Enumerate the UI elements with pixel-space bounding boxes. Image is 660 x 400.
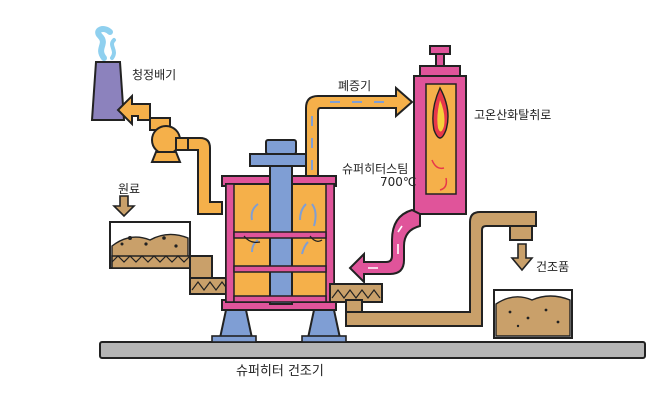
exhaust-duct bbox=[187, 137, 223, 215]
waste-steam-duct bbox=[305, 85, 414, 177]
inlet-screw-conveyor bbox=[189, 255, 237, 295]
ground-base bbox=[99, 341, 646, 359]
exhaust-chimney bbox=[90, 26, 126, 121]
product-drop-arrow bbox=[510, 243, 534, 272]
dryer-vessel bbox=[211, 139, 347, 343]
label-raw-material: 원료 bbox=[118, 182, 141, 196]
label-waste-steam: 폐증기 bbox=[338, 79, 372, 93]
label-dried-product: 건조품 bbox=[536, 260, 570, 274]
superheated-steam-pipe bbox=[348, 208, 421, 285]
label-clean-exhaust: 청정배기 bbox=[132, 68, 177, 82]
oxidation-furnace bbox=[413, 45, 467, 215]
label-high-temp-oxidation-furnace: 고온산화탈취로 bbox=[474, 108, 552, 122]
label-superheated-steam: 슈퍼히터스팀 bbox=[342, 162, 409, 176]
product-transfer-pipe bbox=[345, 211, 537, 327]
raw-material-hopper bbox=[109, 195, 193, 269]
label-dryer-title: 슈퍼히터 건조기 bbox=[236, 364, 324, 379]
dried-product-bin bbox=[493, 289, 573, 339]
exhaust-arrow bbox=[116, 93, 151, 127]
label-steam-temperature: 700℃ bbox=[380, 175, 417, 189]
